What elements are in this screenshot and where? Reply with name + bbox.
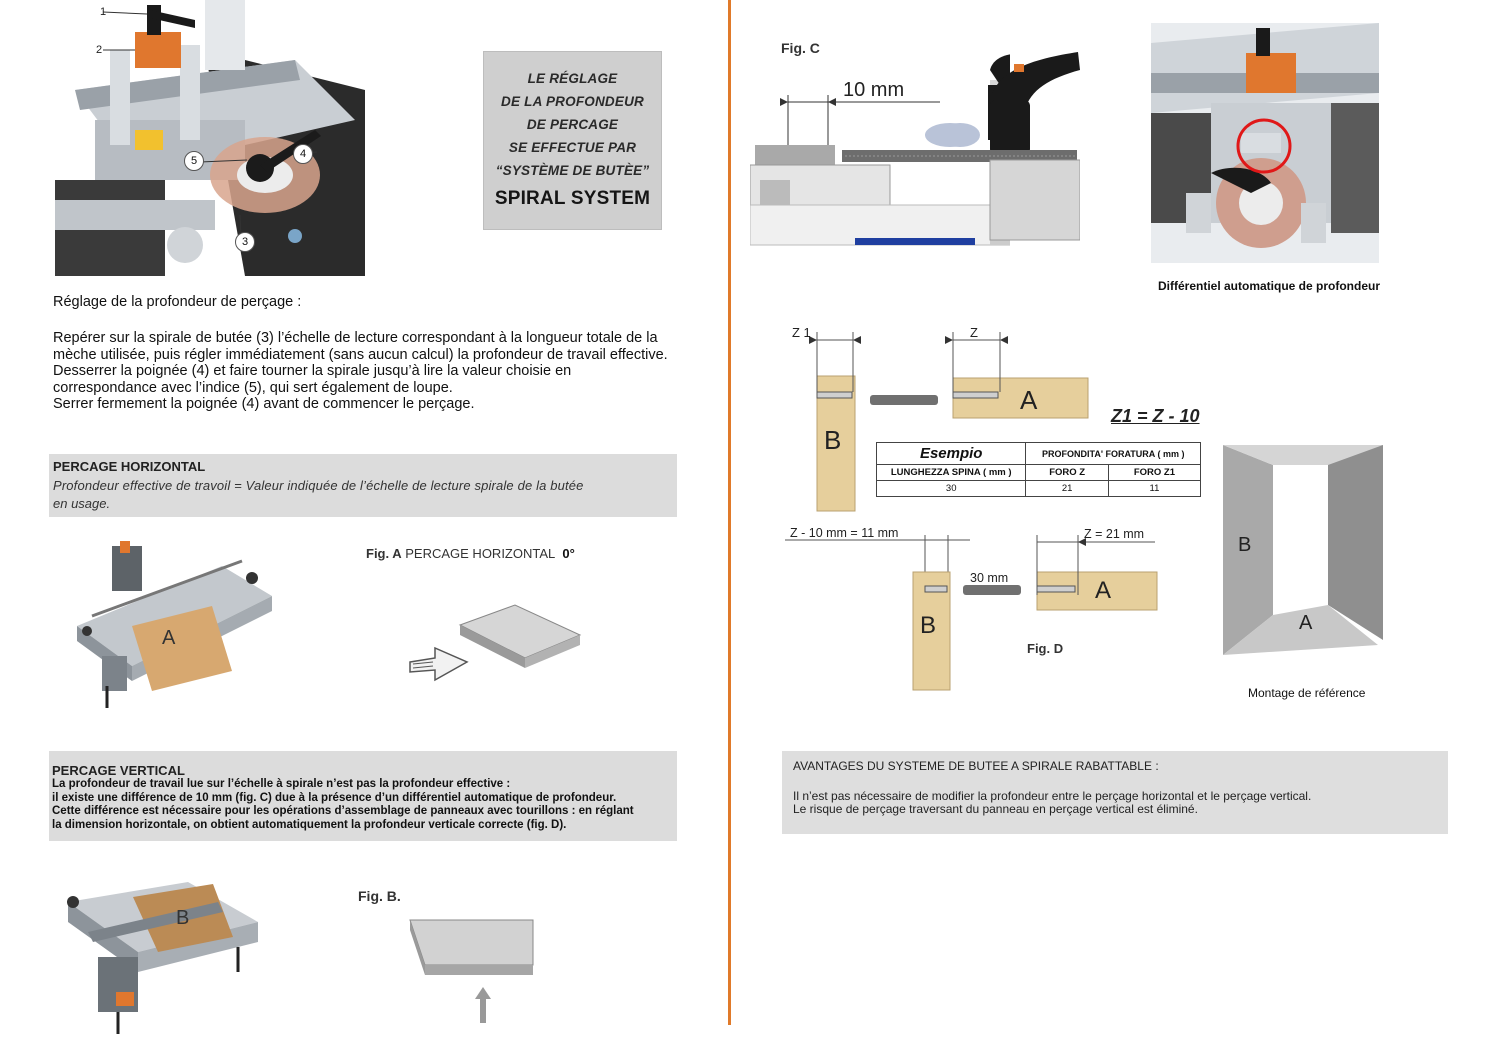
vertical-line-4: la dimension horizontale, on obtient aut… [52,818,567,831]
horizontal-drilling-machine-illustration [77,541,272,708]
callout-2: 2 [96,44,103,56]
plate-line-1: LE RÉGLAGE [527,71,618,86]
table-title: Esempio [875,442,1027,465]
intro-line: Repérer sur la spirale de butée (3) l’éc… [53,330,658,346]
differential-photo [1151,23,1379,263]
table-value-1: 30 [875,480,1027,497]
spiral-stop-machine-illustration [55,0,365,276]
fig-d-lower-a: A [1095,577,1112,604]
fig-d-formula: Z1 = Z - 10 [1111,406,1200,426]
plate-line-2: DE LA PROFONDEUR [501,94,644,109]
fig-d-lower-right: Z = 21 mm [1084,527,1145,541]
vertical-panel-arrow-illustration [409,919,534,1023]
table-value-2: 21 [1025,480,1109,497]
callout-4: 4 [293,144,313,164]
fig-d-z: Z [970,325,978,340]
callout-3: 3 [235,232,255,252]
horizontal-text-1: Profondeur effective de travoil = Valeur… [53,478,584,493]
vertical-drilling-machine-illustration [67,882,258,1034]
intro-line: Serrer fermement la poignée (4) avant de… [53,396,475,412]
horizontal-panel-arrow-illustration [409,604,582,682]
vertical-line-1: La profondeur de travail lue sur l’échel… [52,778,511,790]
table-value-3: 11 [1107,480,1202,497]
horizontal-title: PERCAGE HORIZONTAL [53,459,206,474]
advantages-line-1: Il n’est pas nécessaire de modifier la p… [793,789,1312,803]
fig-d-lower-left: Z - 10 mm = 11 mm [790,526,899,540]
intro-title: Réglage de la profondeur de perçage : [53,294,302,310]
dowel-joint-diagram [785,332,1158,691]
plate-headline: SPIRAL SYSTEM [494,188,651,209]
advantages-title: AVANTAGES DU SYSTEME DE BUTEE A SPIRALE … [793,759,1159,773]
horizontal-drilling-box: PERCAGE HORIZONTAL Profondeur effective … [49,454,677,517]
fig-c-label: Fig. C [781,40,820,56]
fig-a-text: PERCAGE HORIZONTAL [405,546,555,561]
plate-line-5: “SYSTÈME DE BUTÈE” [495,163,650,178]
reference-box-b: B [1238,534,1252,556]
callout-1: 1 [100,6,107,18]
fig-a-angle: 0° [562,546,575,561]
reference-box-caption: Montage de référence [1248,686,1366,700]
fig-d-top-b: B [824,425,842,455]
dowel-example-table: Esempio PROFONDITA' FORATURA ( mm ) LUNG… [875,442,1202,497]
callout-5: 5 [184,151,204,171]
fig-d-z1: Z 1 [792,325,811,340]
horizontal-text-2: en usage. [53,496,111,511]
advantages-line-2: Le risque de perçage traversant du panne… [793,802,1198,816]
fig-a-caption: Fig. A PERCAGE HORIZONTAL 0° [366,546,575,561]
reference-box-a: A [1299,612,1313,634]
fig-d-top-a: A [1020,385,1038,415]
spiral-system-plate: LE RÉGLAGE DE LA PROFONDEUR DE PERCAGE S… [483,51,662,230]
fig-d-dowel-length: 30 mm [970,571,1009,585]
vertical-title: PERCAGE VERTICAL [52,763,185,778]
fig-a-label: Fig. A [366,546,402,561]
fig-c-dimension: 10 mm [843,79,905,101]
intro-line: correspondance avec l’indice (5), qui se… [53,379,453,396]
vertical-drilling-box: PERCAGE VERTICAL La profondeur de travai… [49,751,677,841]
differential-caption: Différentiel automatique de profondeur [1158,279,1381,293]
fig-b-label: Fig. B. [358,888,401,904]
table-col-3: FORO Z1 [1107,464,1202,481]
vertical-line-3: Cette différence est nécessaire pour les… [52,805,634,817]
intro-paragraph: Repérer sur la spirale de butée (3) l’éc… [53,330,693,413]
advantages-box: AVANTAGES DU SYSTEME DE BUTEE A SPIRALE … [782,751,1448,834]
fig-d-label: Fig. D [1027,641,1064,656]
intro-line: Desserrer la poignée (4) et faire tourne… [53,363,572,379]
intro-line: mèche utilisée, puis régler immédiatemen… [53,346,668,363]
fig-d-lower-b: B [920,612,937,639]
table-header-right: PROFONDITA' FORATURA ( mm ) [1025,442,1201,465]
vertical-line-2: il existe une différence de 10 mm (fig. … [52,791,617,804]
reference-assembly-box [1223,445,1383,655]
fig-a-panel-letter: A [162,627,176,649]
table-col-1: LUNGHEZZA SPINA ( mm ) [875,464,1027,481]
plate-line-3: DE PERCAGE [526,117,619,132]
plate-line-4: SE EFFECTUE PAR [508,140,637,155]
fig-b-panel-letter: B [176,907,190,929]
page-divider [728,0,731,1025]
table-col-2: FORO Z [1025,464,1109,481]
depth-knob-illustration [842,52,1080,241]
